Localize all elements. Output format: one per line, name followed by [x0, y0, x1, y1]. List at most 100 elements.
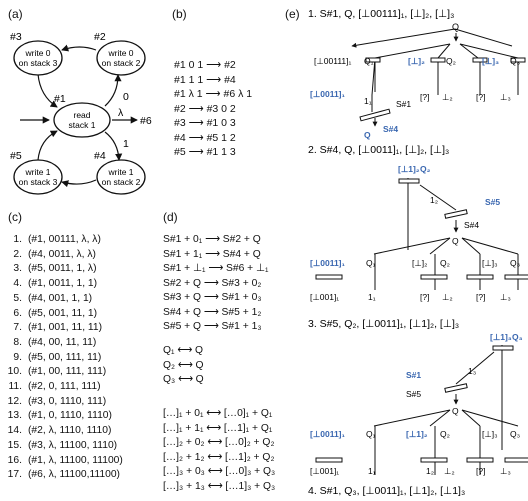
trace-row-number: 2.	[13, 248, 22, 260]
trace-row: 9.(#5, 00, 111, 11)	[2, 351, 123, 366]
s1-s1: S#1	[396, 99, 411, 109]
s2-q3: Q₃	[510, 258, 520, 268]
state-1-line1: read	[73, 110, 90, 120]
s2-q1: Q₁	[366, 258, 376, 268]
trace-row-config: (#2, λ, 1110, 1110)	[28, 425, 112, 437]
trace-row-config: (#1, 001, 11, 11)	[28, 322, 103, 334]
trace-row: 2. (#4, 0011, λ, λ)	[2, 248, 123, 263]
edge-4-to-5	[61, 179, 97, 188]
trace-row-number: 16.	[7, 454, 22, 466]
panel-e-label: (e)	[285, 7, 300, 21]
rule-d-1: S#1 + 0₁ ⟶ S#2 + Q	[163, 234, 261, 245]
step2-tree	[315, 178, 528, 290]
trace-row-config: (#4, 001, 1, 1)	[28, 292, 93, 304]
s3-q3-top: Q₃	[512, 332, 523, 342]
panel-d-q-rules: Q₁ ⟷ Q Q₂ ⟷ Q Q₃ ⟷ Q	[163, 344, 204, 388]
panel-a-state-diagram: #3 write 0 on stack 3 #2 write 0 on stac…	[10, 31, 152, 195]
stack-rule-4: […]₂ + 1₂ ⟷ […1]₂ + Q₂	[163, 451, 275, 463]
s1-q-blue: Q	[364, 130, 371, 140]
s1-q2: Q₂	[446, 56, 456, 66]
state-3-line2: on stack 3	[19, 58, 58, 68]
s2-q2-top: Q₂	[420, 164, 431, 174]
s1-q1: Q₁	[364, 56, 374, 66]
s1-unk2: [?]	[420, 92, 429, 102]
edge-1-to-2	[104, 74, 122, 107]
panel-c-trace-list: 1.(#1, 00111, λ, λ)2.(#4, 0011, λ, λ)3.(…	[2, 233, 123, 483]
trace-row-config: (#5, 0011, 1, λ)	[28, 263, 97, 275]
stack-rule-1: […]₁ + 0₁ ⟷ […0]₁ + Q₁	[163, 408, 273, 419]
state-4-line2: on stack 2	[102, 177, 141, 187]
trace-row-config: (#6, λ, 11100,11100)	[28, 469, 120, 481]
trace-row-number: 9.	[13, 351, 22, 363]
trace-row-config: (#1, λ, 11100, 11100)	[28, 454, 123, 466]
trace-row: 5.(#4, 001, 1, 1)	[2, 292, 123, 307]
state-2-line1: write 0	[107, 48, 133, 58]
step4-title: 4. S#1, Q₃, [⊥0011]₁, [⊥1]₂, [⊥1]₃	[308, 485, 465, 497]
trace-row-number: 13.	[7, 410, 22, 422]
s3-stack3-top: [⊥1]₃	[490, 332, 512, 342]
step3-tree	[315, 345, 528, 475]
rule-d-5: S#3 + Q ⟶ S#1 + 0₃	[163, 292, 262, 303]
trace-row-config: (#4, 00, 11, 11)	[28, 336, 97, 348]
stack-rule-2: […]₁ + 1₁ ⟷ […1]₁ + Q₁	[163, 422, 273, 434]
step1-tree	[351, 28, 526, 127]
trace-row-config: (#1, 0011, 1, 1)	[28, 278, 98, 290]
q-rule-1: Q₁ ⟷ Q	[163, 345, 203, 356]
trace-row-number: 14.	[7, 425, 22, 437]
state-1	[53, 102, 111, 138]
edge-label-lambda: λ	[118, 107, 124, 119]
trace-row-number: 6.	[13, 307, 22, 319]
rule-b-4: #2 ⟶ #3 0 2	[174, 102, 236, 115]
s3-unk3: [?]	[476, 466, 485, 476]
panel-b-rules: #1 0 1 ⟶ #2 #1 1 1 ⟶ #4 #1 λ 1 ⟶ #6 λ 1 …	[174, 58, 252, 160]
stack-rule-3: […]₂ + 0₂ ⟷ […0]₂ + Q₂	[163, 437, 275, 448]
trace-row: 4. (#1, 0011, 1, 1)	[2, 277, 123, 292]
rule-d-6: S#4 + Q ⟶ S#5 + 1₂	[163, 306, 262, 318]
s1-unk3: [?]	[476, 92, 485, 102]
trace-row-number: 4.	[13, 278, 22, 290]
panel-b-label: (b)	[172, 7, 187, 21]
edge-2-to-3	[61, 44, 97, 52]
rule-b-5: #3 ⟶ #1 0 3	[174, 117, 236, 129]
s2-stack1: [⊥0011]₁	[310, 258, 346, 268]
s1-stack1: [⊥00111]₁	[314, 56, 352, 66]
edge-1-to-4	[104, 131, 123, 161]
state-4-line1: write 1	[107, 167, 133, 177]
state-5-line1: write 1	[24, 167, 50, 177]
s3-perp2: ⊥₂	[444, 466, 455, 476]
s2-perp3: ⊥₃	[500, 292, 511, 302]
trace-row-number: 10.	[7, 366, 22, 378]
panel-d-label: (d)	[163, 210, 178, 224]
step1-title: 1. S#1, Q, [⊥00111]₁, [⊥]₂, [⊥]₃	[308, 8, 454, 20]
s3-stack1: [⊥0011]₁	[310, 429, 346, 439]
trace-row-config: (#5, 001, 11, 1)	[28, 307, 98, 319]
s1-one1: 1₁	[364, 96, 372, 106]
edge-3-to-1	[37, 73, 58, 108]
trace-row: 16. (#1, λ, 11100, 11100)	[2, 454, 123, 469]
s1-s4: S#4	[383, 124, 398, 134]
trace-row-number: 12.	[7, 395, 22, 407]
trace-row-number: 15.	[7, 439, 22, 451]
rule-b-1: #1 0 1 ⟶ #2	[174, 59, 236, 71]
s3-perp3: ⊥₃	[500, 466, 511, 476]
s2-s5: S#5	[485, 197, 500, 207]
trace-row: 3.(#5, 0011, 1, λ)	[2, 262, 123, 277]
trace-row: 14. (#2, λ, 1110, 1110)	[2, 424, 123, 439]
trace-row-config: (#2, 0, 111, 111)	[28, 381, 101, 393]
edge-5-to-1	[37, 130, 58, 161]
trace-row: 12. (#3, 0, 1110, 111)	[2, 395, 123, 410]
s2-stack2: [⊥]₂	[412, 258, 427, 268]
s1-stack1-blue: [⊥0011]₁	[310, 89, 346, 99]
trace-row: 7.(#1, 001, 11, 11)	[2, 321, 123, 336]
s3-q: Q	[452, 406, 459, 416]
stack-rule-6: […]₃ + 1₃ ⟷ […1]₃ + Q₃	[163, 480, 276, 492]
q-rule-2: Q₂ ⟷ Q	[163, 359, 204, 371]
trace-row-config: (#3, 0, 1110, 111)	[28, 395, 107, 407]
trace-row: 11. (#2, 0, 111, 111)	[2, 380, 123, 395]
edge-label-zero: 0	[123, 91, 129, 103]
trace-row-config: (#4, 0011, λ, λ)	[28, 248, 96, 260]
s3-one3: 1₃	[468, 366, 476, 376]
s2-s4: S#4	[464, 220, 479, 230]
s2-stack2-top: [⊥1]₂	[398, 164, 420, 174]
trace-row-number: 11.	[8, 381, 22, 393]
